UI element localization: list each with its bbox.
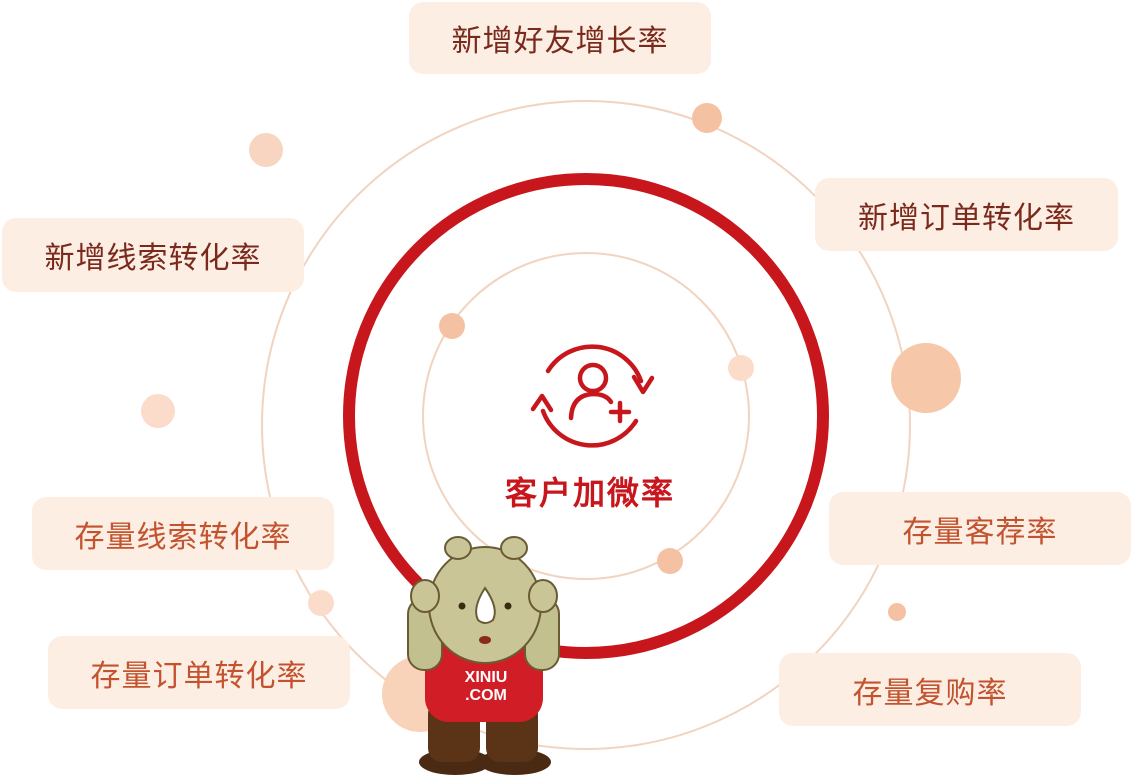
rhino-mascot: XINIU .COM [407, 536, 560, 775]
metric-new-lead-conversion: 新增线索转化率 [2, 218, 304, 292]
metric-stock-lead-conversion: 存量线索转化率 [32, 497, 334, 570]
decor-dot [657, 548, 683, 574]
metric-label: 存量复购率 [852, 675, 1008, 711]
metric-stock-referral: 存量客荐率 [829, 492, 1131, 565]
metric-new-friend-growth: 新增好友增长率 [409, 2, 711, 74]
metric-label: 存量订单转化率 [90, 658, 308, 694]
metric-label: 新增好友增长率 [451, 24, 669, 59]
metric-new-order-conversion: 新增订单转化率 [815, 178, 1118, 251]
metric-label: 存量客荐率 [902, 514, 1058, 550]
inner-orbit [422, 252, 750, 580]
decor-dot [249, 133, 283, 167]
decor-dot [891, 343, 961, 413]
mascot-shirt-line1: XINIU [465, 669, 508, 686]
metric-label: 新增线索转化率 [44, 241, 262, 276]
decor-dot [308, 590, 334, 616]
center-metric-label: 客户加微率 [504, 474, 675, 512]
mascot-shirt-line2: .COM [465, 687, 507, 704]
metric-label: 新增订单转化率 [858, 200, 1075, 236]
decor-dot [141, 394, 175, 428]
decor-dot [692, 103, 722, 133]
metric-label: 存量线索转化率 [74, 519, 292, 555]
outer-orbit [261, 100, 911, 750]
decor-dot [728, 355, 754, 381]
metric-stock-repurchase: 存量复购率 [779, 653, 1081, 726]
decor-dot [888, 603, 906, 621]
main-ring [343, 173, 829, 659]
metric-stock-order-conversion: 存量订单转化率 [48, 636, 350, 709]
user-add-refresh-icon [530, 344, 655, 448]
decor-dot [439, 313, 465, 339]
